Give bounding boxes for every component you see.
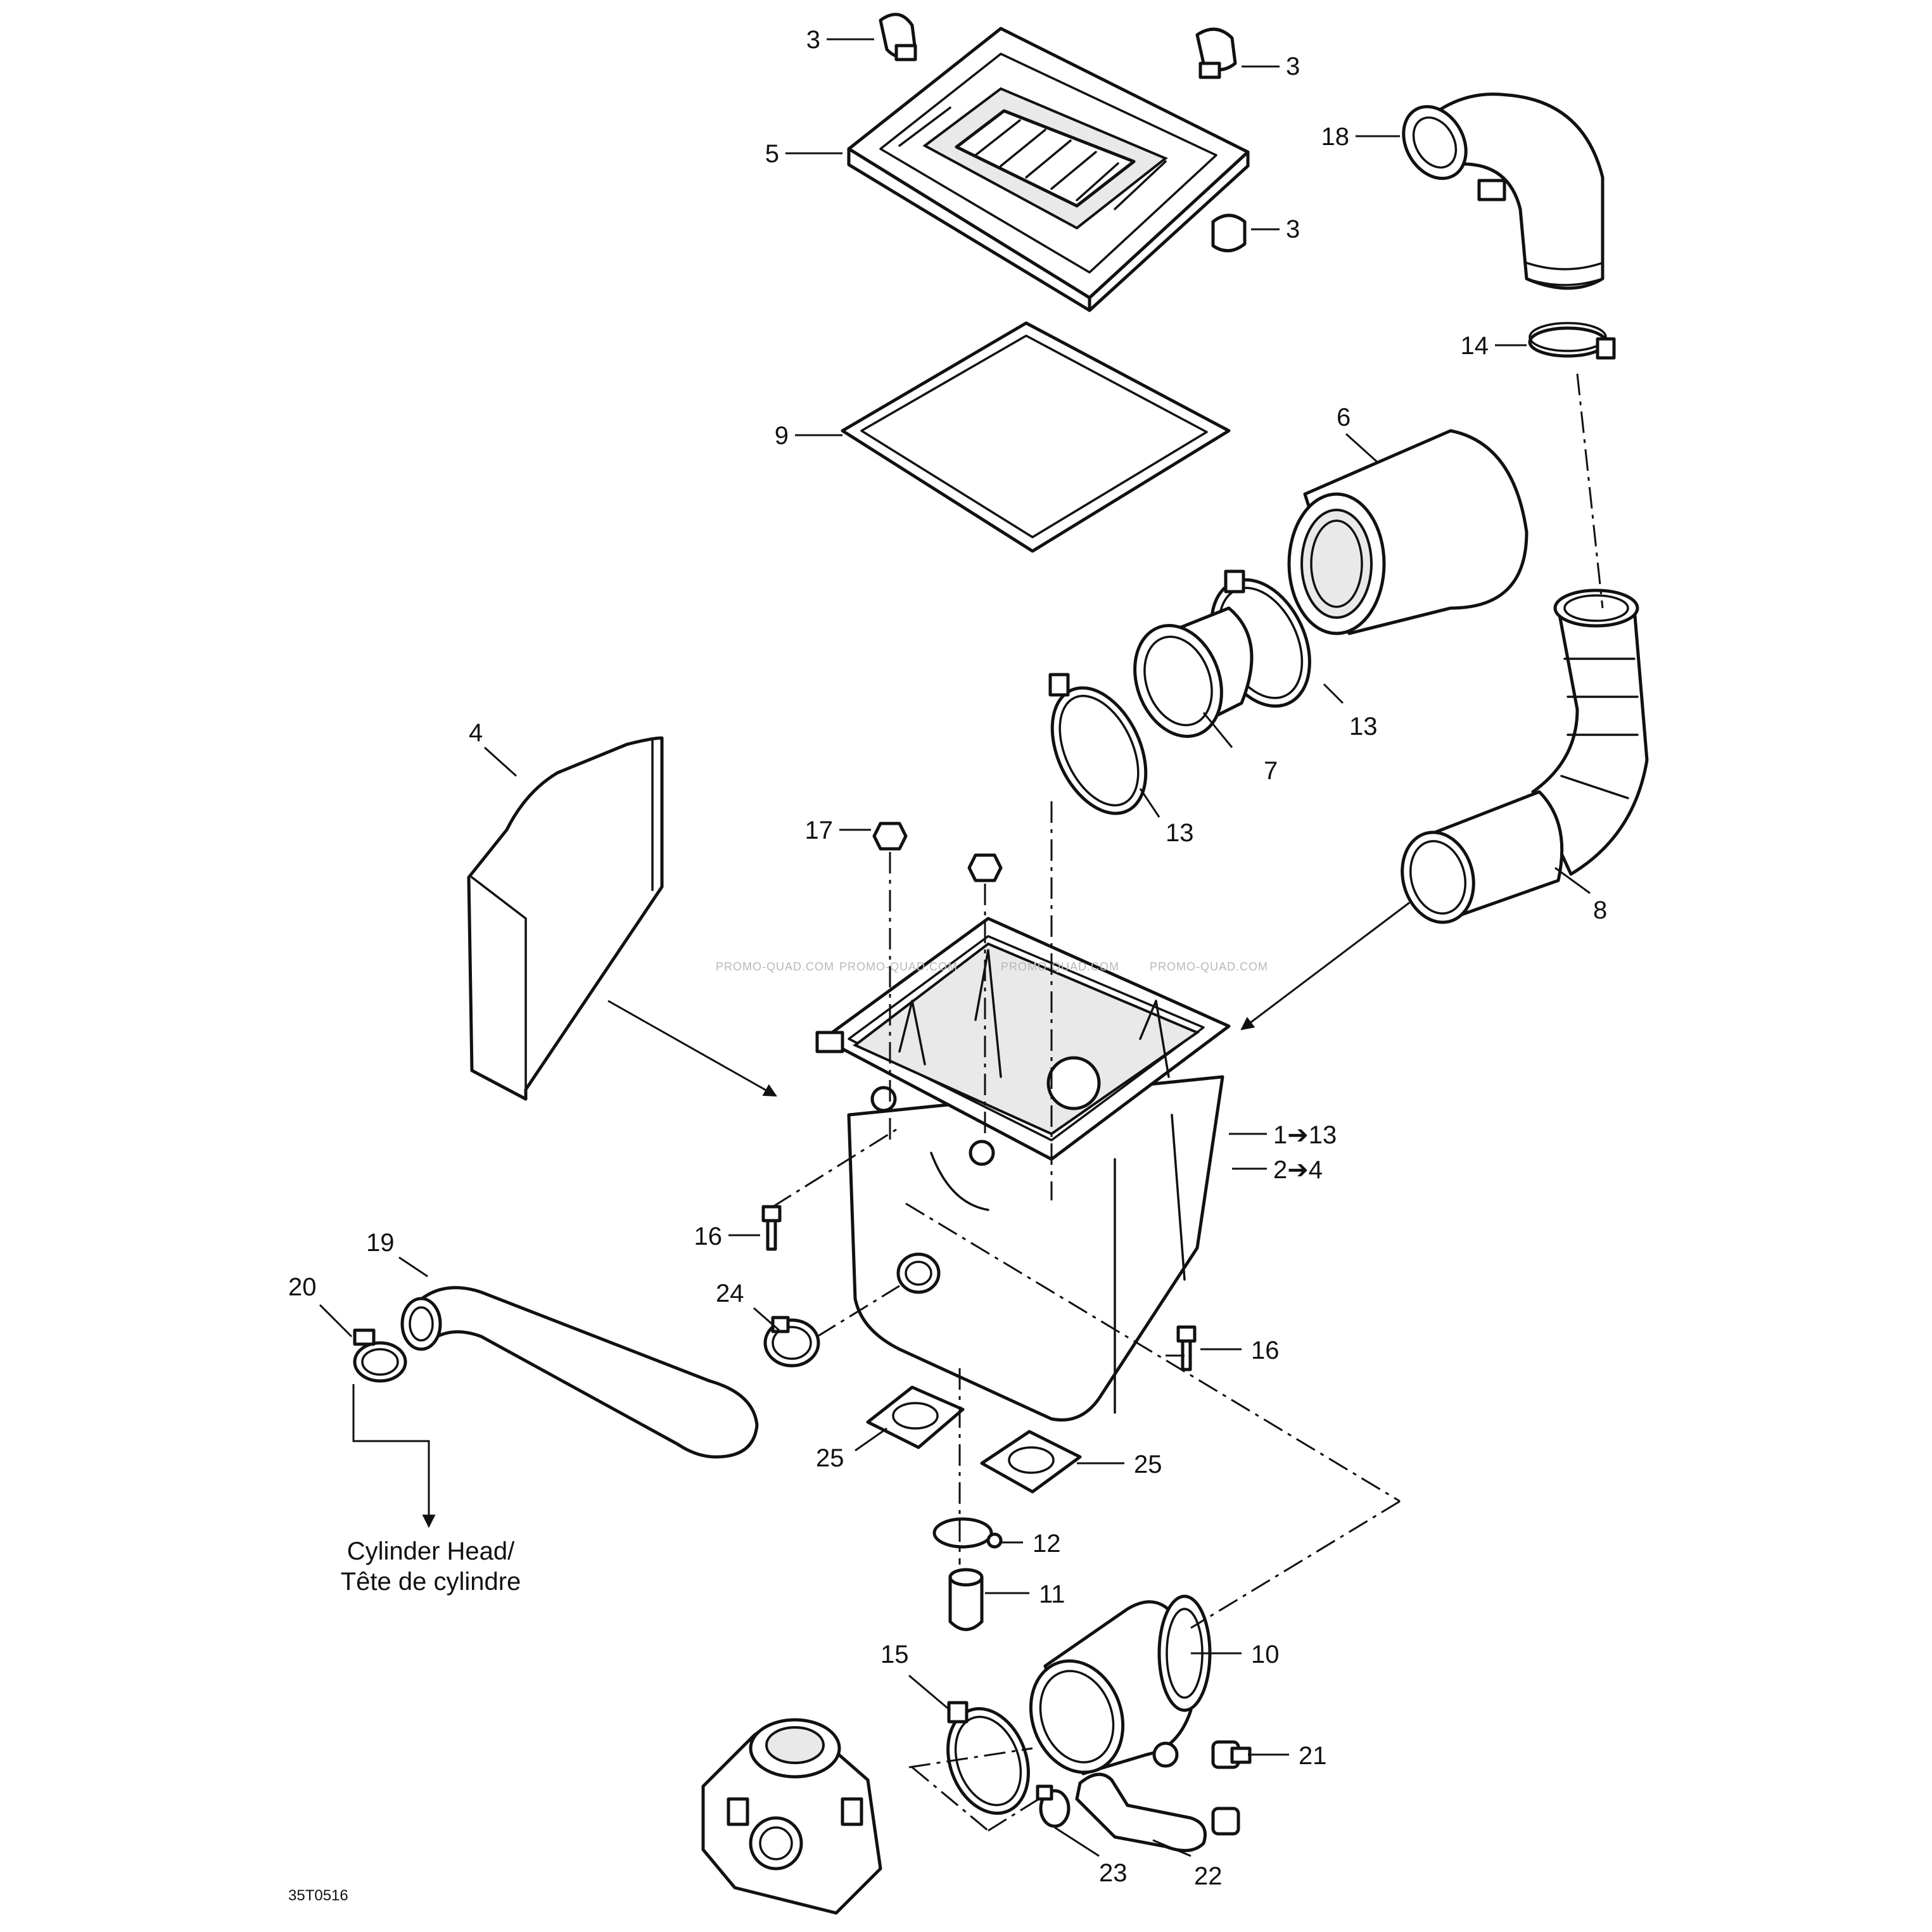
callout-21: 21 xyxy=(1299,1742,1327,1770)
screw-part-16 xyxy=(761,1205,782,1251)
callout-labels: 3 3 3 5 18 14 9 6 13 7 13 4 8 17 1➔13 2➔… xyxy=(288,26,1607,1890)
cylinder-head-note: Cylinder Head/ Tête de cylindre xyxy=(341,1537,521,1596)
fitting-part-21 xyxy=(1211,1807,1240,1836)
callout-19: 19 xyxy=(366,1229,395,1257)
cover-clip-part-3 xyxy=(879,13,917,61)
callout-10: 10 xyxy=(1251,1641,1280,1668)
watermark-text: PROMO-QUAD.COM xyxy=(1150,960,1268,973)
heat-shield-part-4 xyxy=(467,736,664,1101)
cover-gasket-part-9 xyxy=(841,321,1231,553)
screw-part-16 xyxy=(1176,1325,1197,1371)
clamp-part-12 xyxy=(932,1517,1003,1549)
callout-11: 11 xyxy=(1039,1580,1065,1608)
air-filter-element-part-6 xyxy=(1287,429,1528,635)
nut-part-17 xyxy=(967,853,1003,882)
hose-clamp-part-15 xyxy=(946,1701,1030,1815)
callout-18: 18 xyxy=(1321,123,1350,151)
watermark-text: PROMO-QUAD.COM xyxy=(1001,960,1119,973)
breather-hose-part-19 xyxy=(400,1286,759,1459)
hose-clamp-part-20 xyxy=(353,1328,407,1383)
callout-16: 16 xyxy=(1251,1337,1280,1364)
watermarks: PROMO-QUAD.COM PROMO-QUAD.COM PROMO-QUAD… xyxy=(716,960,1268,973)
callout-13: 13 xyxy=(1349,713,1378,740)
cover-clip-part-3 xyxy=(1195,27,1237,79)
watermark-text: PROMO-QUAD.COM xyxy=(716,960,834,973)
intake-elbow-part-18 xyxy=(1402,92,1605,290)
leader-lines xyxy=(319,38,1591,1857)
hose-clamp-part-23 xyxy=(1036,1784,1071,1828)
drain-fitting-part-24 xyxy=(896,1252,941,1294)
callout-8: 8 xyxy=(1593,896,1607,924)
callout-15: 15 xyxy=(880,1641,909,1668)
air-box-part-1 xyxy=(815,917,1231,1422)
callout-24: 24 xyxy=(716,1280,744,1307)
intake-adaptor-part-10 xyxy=(1029,1594,1212,1776)
callout-25: 25 xyxy=(816,1444,844,1472)
hose-clamp-part-24 xyxy=(763,1316,820,1368)
callout-4: 4 xyxy=(469,719,483,747)
callout-3: 3 xyxy=(1286,53,1300,80)
callout-2-to-4: 2➔4 xyxy=(1273,1156,1323,1184)
cylinder-head-note-line2: Tête de cylindre xyxy=(341,1568,521,1596)
callout-3: 3 xyxy=(806,26,820,54)
cover-clip-part-3 xyxy=(1211,213,1247,253)
callout-12: 12 xyxy=(1033,1530,1061,1558)
assembly-arrows xyxy=(352,901,1410,1528)
figure-code: 35T0516 xyxy=(288,1887,348,1904)
air-box-cover-part-5 xyxy=(847,27,1250,312)
callout-6: 6 xyxy=(1337,404,1350,431)
callout-14: 14 xyxy=(1461,332,1489,360)
intake-tube-part-8 xyxy=(1401,588,1649,924)
callout-23: 23 xyxy=(1099,1859,1128,1887)
fitting-part-21 xyxy=(1211,1740,1252,1769)
callout-1-to-13: 1➔13 xyxy=(1273,1121,1337,1149)
watermark-text: PROMO-QUAD.COM xyxy=(839,960,958,973)
assembly-center-lines xyxy=(772,373,1604,1832)
callout-13: 13 xyxy=(1166,819,1194,847)
gasket-part-25 xyxy=(866,1385,965,1449)
callout-7: 7 xyxy=(1264,757,1278,785)
callout-9: 9 xyxy=(775,422,789,450)
carburetor xyxy=(701,1718,882,1915)
callout-22: 22 xyxy=(1194,1862,1223,1890)
drain-plug-part-11 xyxy=(948,1568,984,1631)
callout-16: 16 xyxy=(694,1223,723,1250)
gasket-part-25 xyxy=(980,1430,1082,1494)
nut-part-17 xyxy=(872,822,908,851)
callout-20: 20 xyxy=(288,1273,317,1301)
hose-clamp-part-13 xyxy=(1048,673,1148,815)
cylinder-head-note-line1: Cylinder Head/ xyxy=(347,1537,515,1565)
hose-clamp-part-14 xyxy=(1528,322,1616,360)
callout-5: 5 xyxy=(765,140,779,168)
callout-3: 3 xyxy=(1286,215,1300,243)
callout-25: 25 xyxy=(1134,1451,1162,1478)
vent-hose-part-22 xyxy=(1075,1772,1207,1852)
callout-17: 17 xyxy=(805,817,834,844)
filter-adaptor-part-7 xyxy=(1133,606,1254,738)
